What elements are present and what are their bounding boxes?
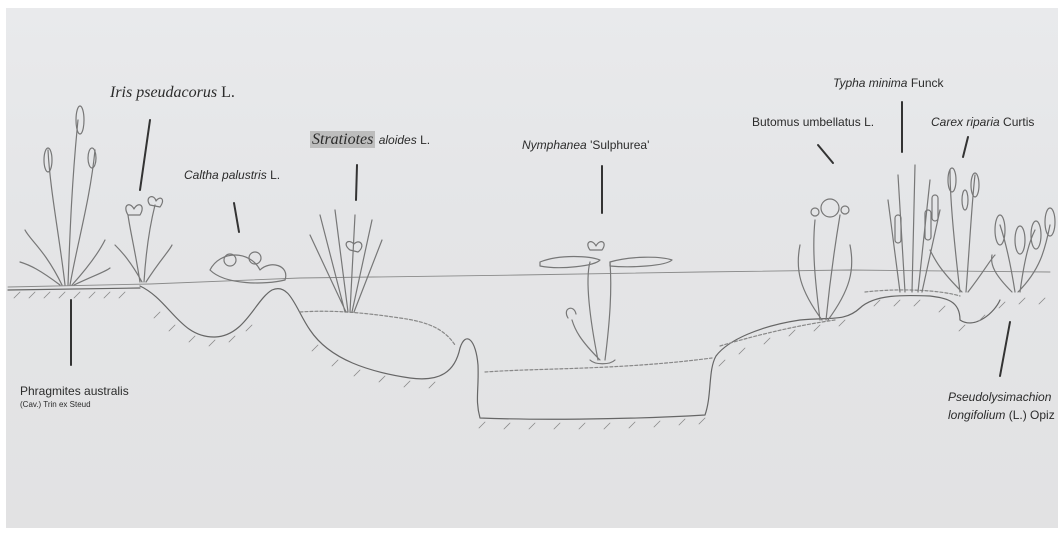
- water-line: [8, 270, 1050, 287]
- label-typha-genus: Typha minima: [833, 76, 907, 90]
- label-typha: Typha minima Funck: [833, 76, 944, 90]
- pseudolysimachion-plant: [992, 208, 1055, 292]
- pond-profile: [140, 286, 1000, 419]
- stratiotes-plant: [310, 210, 382, 312]
- label-caltha-author: L.: [270, 168, 280, 182]
- label-stratiotes: Stratiotes aloides L.: [310, 131, 430, 149]
- pointer-stratiotes: [356, 165, 357, 200]
- label-nymphaea-cultivar: 'Sulphurea': [590, 138, 649, 152]
- label-typha-author: Funck: [911, 76, 944, 90]
- typha-plant: [888, 165, 940, 292]
- ground-line-left: [8, 288, 140, 290]
- label-phragmites-name: Phragmites australis: [20, 384, 129, 398]
- label-butomus-name: Butomus umbellatus: [752, 115, 861, 129]
- carex-plant: [930, 168, 995, 292]
- label-butomus-author: L.: [864, 115, 874, 129]
- nymphaea-plant: [540, 242, 672, 364]
- label-pseudolysimachion: Pseudolysimachion longifolium (L.) Opiz: [948, 390, 1055, 422]
- pointer-caltha: [234, 203, 239, 232]
- label-caltha-genus: Caltha palustris: [184, 168, 267, 182]
- label-pseudolysimachion-species: longifolium: [948, 408, 1005, 422]
- label-butomus: Butomus umbellatus L.: [752, 115, 874, 129]
- label-nymphaea: Nymphanea 'Sulphurea': [522, 138, 649, 152]
- label-pseudolysimachion-line1: Pseudolysimachion: [948, 390, 1051, 404]
- ground-hatching: [14, 292, 1045, 429]
- pointer-iris: [140, 120, 150, 190]
- label-nymphaea-genus: Nymphanea: [522, 138, 587, 152]
- label-pseudolysimachion-author: (L.) Opiz: [1009, 408, 1055, 422]
- label-phragmites-author: (Cav.) Trin ex Steud: [20, 400, 129, 409]
- butomus-plant: [798, 199, 852, 320]
- label-stratiotes-author: L.: [420, 133, 430, 147]
- label-iris-genus: Iris pseudacorus: [110, 84, 217, 101]
- caltha-plant: [210, 252, 286, 283]
- pointer-carex: [963, 137, 968, 157]
- label-carex-genus: Carex riparia: [931, 115, 1000, 129]
- pointer-butomus: [818, 145, 833, 163]
- label-iris-author: L.: [221, 84, 235, 101]
- label-carex-author: Curtis: [1003, 115, 1034, 129]
- label-iris: Iris pseudacorus L.: [110, 84, 235, 102]
- label-caltha: Caltha palustris L.: [184, 168, 280, 182]
- label-phragmites: Phragmites australis (Cav.) Trin ex Steu…: [20, 384, 129, 409]
- pointer-pseudolysimachion: [1000, 322, 1010, 376]
- iris-plant: [115, 197, 172, 282]
- label-stratiotes-genus: Stratiotes: [310, 131, 375, 148]
- shelf-left: [300, 311, 455, 345]
- label-carex: Carex riparia Curtis: [931, 115, 1034, 129]
- label-stratiotes-species: aloides: [379, 133, 417, 147]
- phragmites-plant: [20, 106, 110, 285]
